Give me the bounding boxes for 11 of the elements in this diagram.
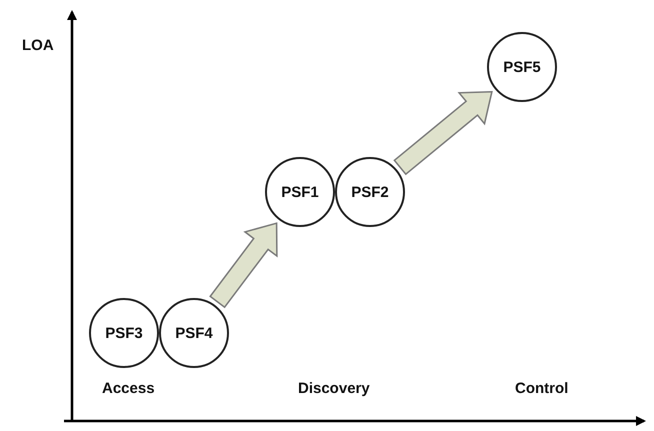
stage-label: Discovery <box>298 380 370 397</box>
node-label: PSF4 <box>175 324 213 342</box>
axis-label: LOA <box>22 37 54 54</box>
node-label: PSF2 <box>351 184 389 200</box>
stage-label: Control <box>515 380 568 397</box>
node-label: PSF5 <box>503 58 541 76</box>
stage-label: Access <box>102 380 155 397</box>
block-arrow <box>209 222 278 308</box>
node-label: PSF1 <box>281 184 319 200</box>
node-label: PSF3 <box>105 324 143 342</box>
block-arrow <box>393 91 493 176</box>
